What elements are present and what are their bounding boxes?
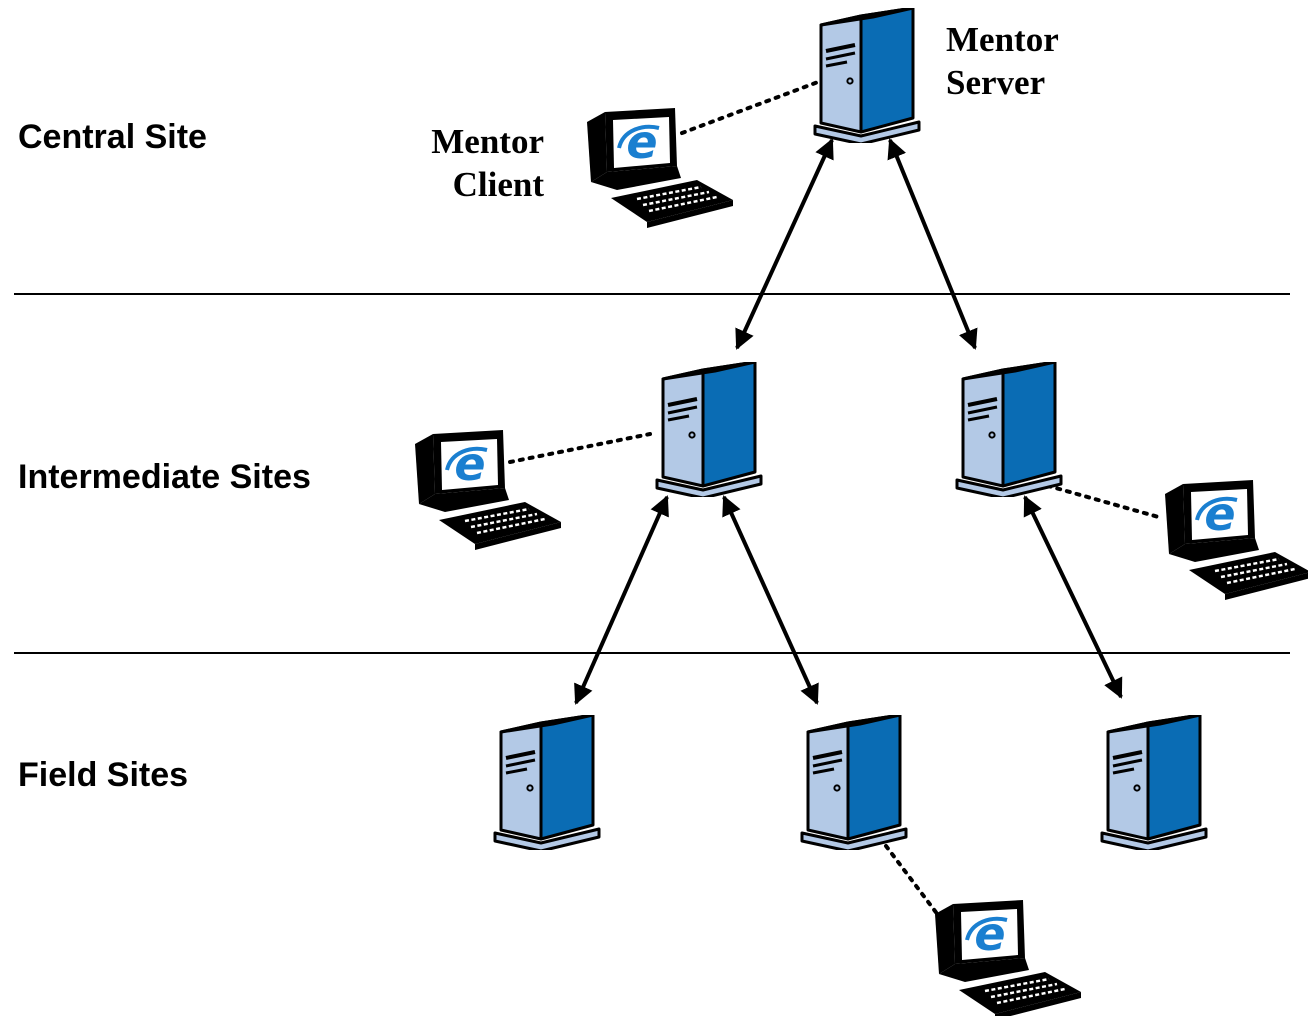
tier-label-intermediate: Intermediate Sites bbox=[18, 458, 311, 496]
field-right-server-icon bbox=[1100, 715, 1208, 850]
central-client-icon bbox=[585, 108, 735, 228]
client-link-intermediate-right bbox=[1036, 481, 1164, 520]
tier-label-field: Field Sites bbox=[18, 756, 189, 794]
intermediate-right-client-icon bbox=[1163, 480, 1308, 600]
link-intermediate-left-to-field-left bbox=[574, 495, 669, 705]
mentor-client-label: Mentor Client bbox=[410, 120, 544, 206]
mentor-server-label-line2: Server bbox=[946, 63, 1046, 102]
link-central-to-intermediate-right bbox=[887, 138, 978, 350]
central-server-icon bbox=[813, 8, 921, 143]
mentor-server-label: Mentor Server bbox=[946, 18, 1059, 104]
intermediate-right-server-icon bbox=[955, 362, 1063, 497]
tier-label-central: Central Site bbox=[18, 118, 207, 156]
intermediate-left-client-icon bbox=[413, 430, 563, 550]
client-link-intermediate-left bbox=[508, 432, 652, 464]
field-middle-server-icon bbox=[800, 715, 908, 850]
link-intermediate-right-to-field-right bbox=[1023, 495, 1123, 699]
mentor-client-label-line2: Client bbox=[452, 165, 544, 204]
tier-divider-central-intermediate bbox=[14, 293, 1290, 295]
field-left-server-icon bbox=[493, 715, 601, 850]
mentor-server-label-line1: Mentor bbox=[946, 20, 1059, 59]
mentor-client-label-line1: Mentor bbox=[431, 122, 544, 161]
client-link-central bbox=[680, 80, 820, 135]
link-central-to-intermediate-left bbox=[735, 138, 834, 350]
client-link-field bbox=[878, 836, 940, 917]
field-client-icon bbox=[933, 900, 1083, 1016]
intermediate-left-server-icon bbox=[655, 362, 763, 497]
link-intermediate-left-to-field-middle bbox=[722, 495, 819, 705]
